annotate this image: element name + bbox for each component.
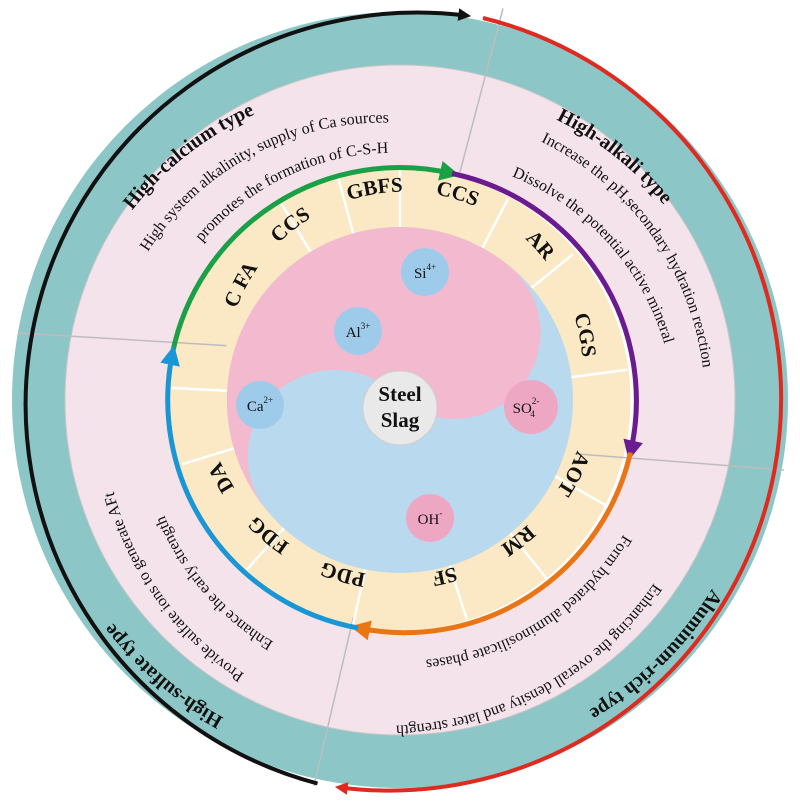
ion-al: Al3+ <box>334 307 382 355</box>
center-label-line1: Steel <box>378 382 421 406</box>
arrow-high-calcium <box>170 161 460 354</box>
svg-text:SO2-4: SO2-4 <box>513 396 540 419</box>
center-label-line2: Slag <box>381 408 420 432</box>
svg-text:OH-: OH- <box>418 508 443 528</box>
ion-so4: SO2-4 <box>504 380 558 434</box>
arrow-high-alkali <box>451 171 643 461</box>
ion-si: Si4+ <box>401 248 449 296</box>
svg-text:Ca2+: Ca2+ <box>247 395 273 415</box>
center-circle <box>362 370 438 446</box>
arrow-high-sulfate <box>160 345 359 631</box>
svg-text:Si4+: Si4+ <box>414 262 436 282</box>
arrow-aluminum-rich <box>350 451 633 641</box>
svg-text:Al3+: Al3+ <box>346 321 371 341</box>
quadrant-dividers <box>17 8 785 787</box>
outer-arrow-red <box>334 16 784 795</box>
ion-oh: OH- <box>406 494 454 542</box>
yin-half <box>226 226 541 513</box>
ion-ca: Ca2+ <box>236 381 284 429</box>
outer-arrow-black <box>23 8 472 786</box>
